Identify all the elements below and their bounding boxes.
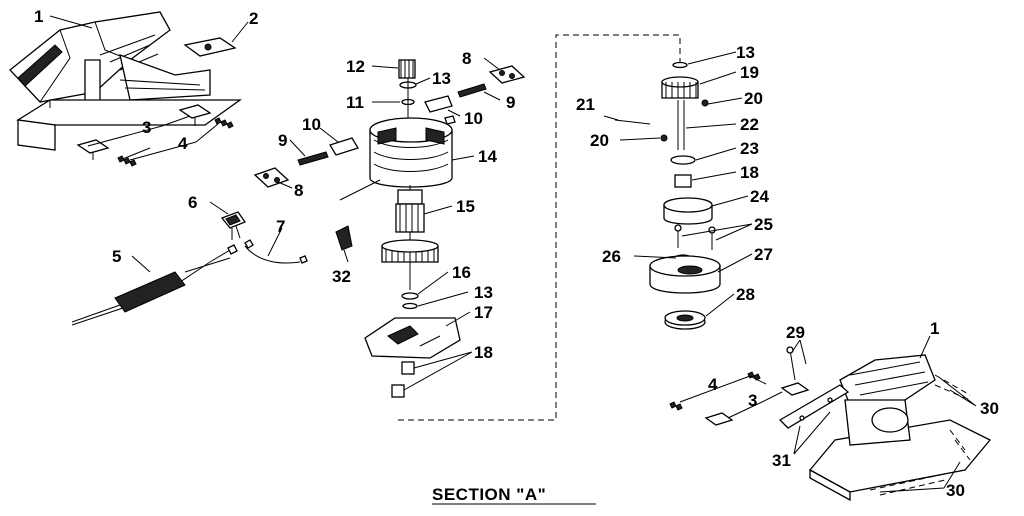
callout-1-right: 1	[930, 319, 939, 338]
callout-4: 4	[178, 134, 188, 153]
callout-13-section-a: 13	[736, 43, 755, 62]
part-4-spring-right	[669, 371, 761, 411]
callout-12: 12	[346, 57, 365, 76]
part-10-brush-right	[424, 95, 456, 125]
callout-13-lower: 13	[474, 283, 493, 302]
part-12-gear-top	[398, 59, 416, 79]
part-3-clamps-left	[76, 104, 212, 160]
callout-22: 22	[740, 115, 759, 134]
callout-7: 7	[276, 217, 285, 236]
part-21-key	[614, 119, 651, 125]
callout-20-right: 20	[744, 89, 763, 108]
part-5-power-cord	[71, 244, 238, 326]
part-18-bearing-section-a	[674, 174, 692, 188]
callout-11: 11	[346, 93, 364, 112]
part-28-bearing	[664, 310, 706, 330]
callout-15: 15	[456, 197, 475, 216]
part-2-plate	[183, 37, 237, 57]
callout-18-left: 18	[474, 343, 493, 362]
part-20-pins	[660, 99, 709, 142]
part-17-plate	[364, 317, 461, 359]
part-1-housing-bottom-right	[808, 354, 992, 502]
callout-19: 19	[740, 63, 759, 82]
callout-3-right: 3	[748, 391, 757, 410]
part-16-washer	[401, 292, 419, 300]
part-31-clamp-right	[778, 384, 850, 429]
callout-30-lower: 30	[946, 481, 965, 500]
callout-9-right: 9	[506, 93, 515, 112]
part-30-screws	[869, 374, 971, 496]
part-4-spring-left	[117, 117, 234, 167]
part-6-switch	[220, 211, 247, 240]
part-22-shaft	[677, 100, 685, 150]
part-7-wire	[244, 239, 308, 264]
callout-31: 31	[772, 451, 791, 470]
callout-17: 17	[474, 303, 493, 322]
leader-lines	[49, 15, 977, 493]
base-plate-left	[16, 99, 243, 151]
callout-8-right: 8	[462, 49, 471, 68]
part-14-field-coil	[339, 117, 453, 201]
callout-10-left: 10	[302, 115, 321, 134]
callout-10-right: 10	[464, 109, 483, 128]
part-13-washer-bottom	[402, 302, 418, 310]
part-10-brush-left	[329, 137, 359, 156]
callout-25: 25	[754, 215, 773, 234]
callout-26: 26	[602, 247, 621, 266]
callout-13-top: 13	[432, 69, 451, 88]
callout-30-upper: 30	[980, 399, 999, 418]
part-9-spring-left	[297, 151, 329, 166]
part-8-brush-holder-right	[488, 65, 526, 84]
callout-16: 16	[452, 263, 471, 282]
callout-6: 6	[188, 193, 197, 212]
callout-5: 5	[112, 247, 121, 266]
part-9-spring-right	[457, 83, 487, 98]
callout-21: 21	[576, 95, 595, 114]
part-24-counterweight	[663, 197, 713, 225]
part-23-washer	[670, 155, 696, 165]
part-3-clamps-right	[704, 382, 810, 426]
callout-9-left: 9	[278, 131, 287, 150]
part-27-pad-plate	[649, 255, 721, 294]
part-13-washer-section-a	[672, 61, 688, 69]
callout-32: 32	[332, 267, 351, 286]
callout-4-right: 4	[708, 375, 718, 394]
callout-3: 3	[142, 118, 151, 137]
callout-20-left: 20	[590, 131, 609, 150]
part-19-gear	[661, 76, 699, 99]
part-15-armature	[381, 185, 439, 290]
callout-14: 14	[478, 147, 497, 166]
callout-2: 2	[249, 9, 258, 28]
callout-23: 23	[740, 139, 759, 158]
connector-line	[398, 34, 681, 421]
part-29-screw	[786, 346, 796, 381]
callout-1: 1	[34, 7, 43, 26]
callout-24: 24	[750, 187, 769, 206]
part-25-screws	[674, 224, 716, 250]
callout-18-section-a: 18	[740, 163, 759, 182]
callout-28: 28	[736, 285, 755, 304]
callout-8-left: 8	[294, 181, 303, 200]
section-caption: SECTION "A"	[432, 485, 546, 504]
callout-29: 29	[786, 323, 805, 342]
part-32-brush-tool	[335, 225, 353, 251]
part-18-bearings-left	[391, 361, 415, 398]
callout-27: 27	[754, 245, 773, 264]
